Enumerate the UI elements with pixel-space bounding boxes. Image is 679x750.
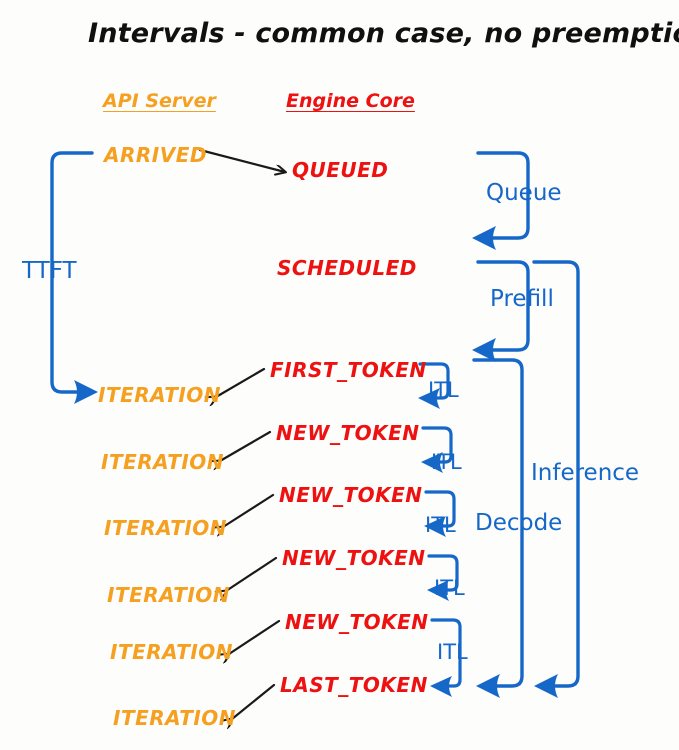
interval-label-itl-3: ITL (425, 513, 456, 537)
interval-label-queue: Queue (486, 180, 562, 206)
bracket-prefill (472, 260, 530, 362)
event-queued: QUEUED (292, 158, 389, 182)
event-iteration-3: ITERATION (104, 516, 228, 540)
interval-label-itl-5: ITL (437, 640, 468, 664)
event-new-token-4: NEW_TOKEN (285, 610, 429, 634)
event-new-token-3: NEW_TOKEN (282, 546, 426, 570)
event-scheduled: SCHEDULED (277, 256, 417, 280)
event-arrived: ARRIVED (104, 143, 207, 167)
column-header-api-server: API Server (103, 90, 216, 112)
interval-label-inference: Inference (531, 460, 640, 486)
event-iteration-2: ITERATION (101, 450, 225, 474)
interval-label-ttft: TTFT (22, 258, 77, 284)
event-iteration-5: ITERATION (110, 640, 234, 664)
arrow-token-to-iteration-group (216, 367, 281, 719)
event-last-token: LAST_TOKEN (280, 673, 428, 697)
event-iteration-1: ITERATION (98, 383, 222, 407)
event-iteration-6: ITERATION (113, 706, 237, 730)
arrow-arrived-to-queued (198, 148, 285, 172)
event-iteration-4: ITERATION (107, 583, 231, 607)
interval-label-itl-1: ITL (428, 378, 459, 402)
event-first-token: FIRST_TOKEN (270, 358, 427, 382)
interval-label-decode: Decode (475, 510, 563, 536)
interval-label-itl-2: ITL (431, 450, 462, 474)
interval-label-prefill: Prefill (490, 286, 554, 312)
interval-label-itl-4: ITL (434, 576, 465, 600)
page-title: Intervals - common case, no preemptions (88, 18, 679, 49)
event-new-token-2: NEW_TOKEN (279, 483, 423, 507)
column-header-engine-core: Engine Core (286, 90, 415, 112)
event-new-token-1: NEW_TOKEN (276, 421, 420, 445)
